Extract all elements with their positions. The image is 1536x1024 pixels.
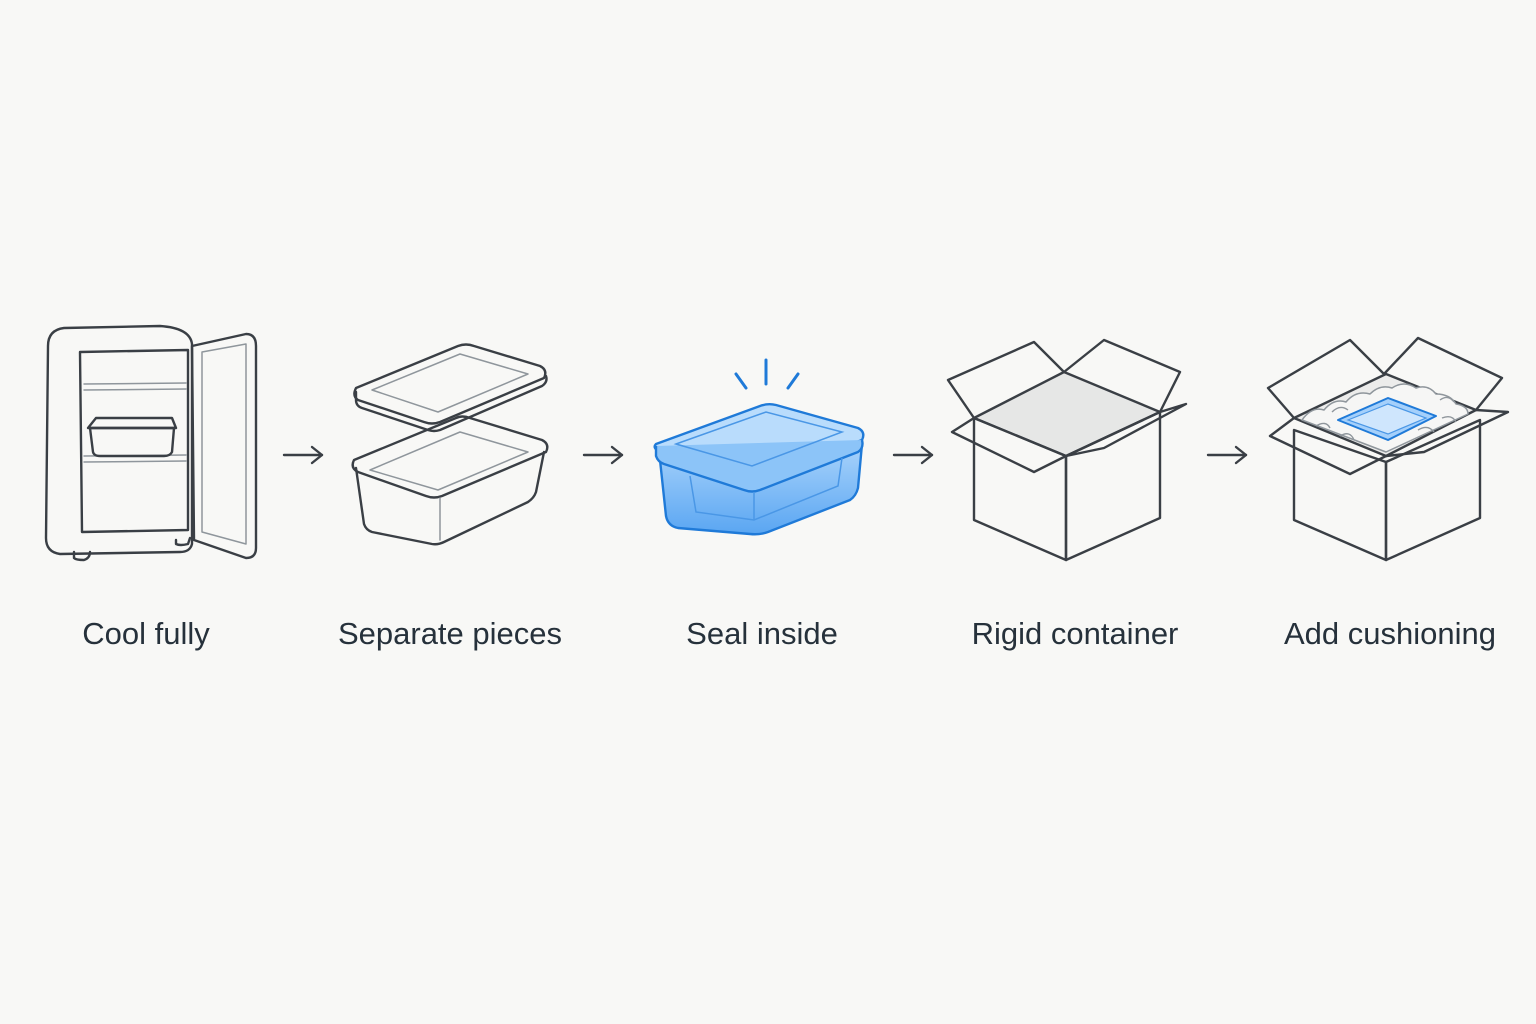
open-box-icon [946, 338, 1188, 562]
cushioned-box-icon [1266, 336, 1510, 562]
fridge-icon [44, 324, 258, 562]
step-label-rigid-container: Rigid container [971, 616, 1179, 651]
arrow-right-icon [282, 445, 324, 465]
step-label-cool-fully: Cool fully [82, 616, 210, 651]
arrow-right-icon [892, 445, 934, 465]
step-label-seal-inside: Seal inside [686, 616, 838, 651]
step-label-separate-pieces: Separate pieces [337, 616, 563, 651]
container-lid-separated-icon [351, 343, 549, 546]
arrow-right-icon [582, 445, 624, 465]
arrow-right-icon [1206, 445, 1248, 465]
step-label-add-cushioning: Add cushioning [1284, 616, 1496, 651]
sealed-container-icon [653, 358, 865, 536]
